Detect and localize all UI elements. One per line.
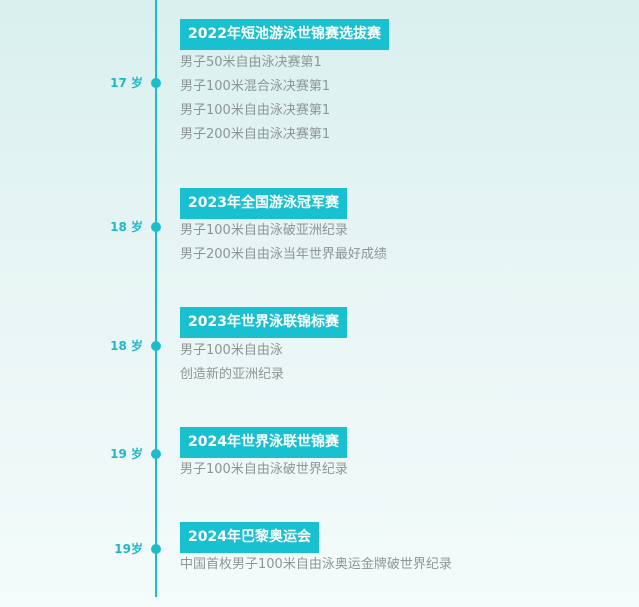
event-title: 2024年巴黎奥运会 <box>180 522 319 553</box>
timeline-dot <box>151 341 161 351</box>
event-title: 2022年短池游泳世锦赛选拔赛 <box>180 19 389 50</box>
achievement-list: 男子50米自由泳决赛第1 男子100米混合泳决赛第1 男子100米自由泳决赛第1… <box>180 51 330 147</box>
timeline-dot <box>151 449 161 459</box>
achievement-item: 男子100米自由泳 <box>180 343 283 358</box>
achievement-list: 中国首枚男子100米自由泳奥运金牌破世界纪录 <box>180 553 452 577</box>
event-title: 2023年世界泳联锦标赛 <box>180 307 347 338</box>
achievement-item: 创造新的亚洲纪录 <box>180 367 285 382</box>
age-label: 17 岁 <box>110 76 143 90</box>
achievement-list: 男子100米自由泳 创造新的亚洲纪录 <box>180 339 284 387</box>
age-label: 18 岁 <box>110 220 143 234</box>
achievement-item: 男子100米自由泳破世界纪录 <box>180 462 348 477</box>
timeline-axis <box>155 0 157 597</box>
achievement-list: 男子100米自由泳破亚洲纪录 男子200米自由泳当年世界最好成绩 <box>180 219 387 267</box>
achievement-item: 中国首枚男子100米自由泳奥运金牌破世界纪录 <box>180 557 452 572</box>
age-label: 19 岁 <box>110 447 143 461</box>
timeline-dot <box>151 222 161 232</box>
event-title: 2023年全国游泳冠军赛 <box>180 188 347 219</box>
achievement-item: 男子50米自由泳决赛第1 <box>180 55 322 70</box>
age-label: 18 岁 <box>110 339 143 353</box>
timeline-dot <box>151 78 161 88</box>
achievement-item: 男子200米自由泳当年世界最好成绩 <box>180 247 387 262</box>
achievement-item: 男子100米混合泳决赛第1 <box>180 79 331 94</box>
age-label: 19岁 <box>114 542 143 556</box>
achievement-item: 男子200米自由泳决赛第1 <box>180 127 331 142</box>
achievement-item: 男子100米自由泳破亚洲纪录 <box>180 223 348 238</box>
timeline-dot <box>151 544 161 554</box>
achievement-list: 男子100米自由泳破世界纪录 <box>180 458 348 482</box>
event-title: 2024年世界泳联世锦赛 <box>180 427 347 458</box>
achievement-item: 男子100米自由泳决赛第1 <box>180 103 331 118</box>
